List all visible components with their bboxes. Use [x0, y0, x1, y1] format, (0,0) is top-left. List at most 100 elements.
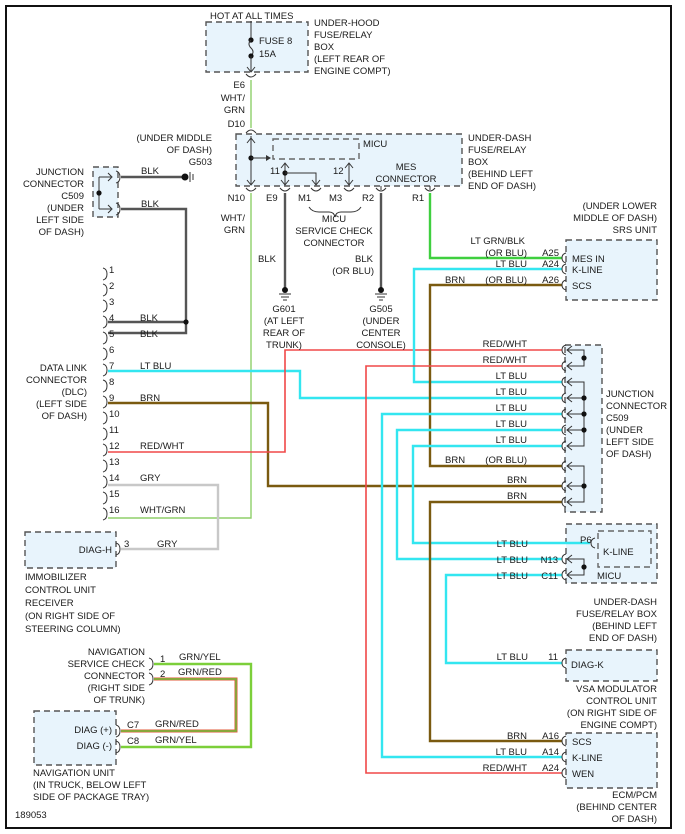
dlc-pin-12-number: 12	[109, 441, 120, 452]
terminal-arrow	[566, 393, 575, 403]
arrow-right-icon	[107, 204, 113, 214]
underhood-fuse-box-label: UNDER-HOOD FUSE/RELAY BOX (LEFT REAR OF …	[314, 18, 391, 77]
svg-text:UNDER-DASH: UNDER-DASH	[468, 133, 531, 144]
hot-at-all-times-label: HOT AT ALL TIMES	[210, 11, 293, 22]
vsa-pin-11: 11	[548, 652, 558, 663]
svg-text:(LEFT SIDE: (LEFT SIDE	[36, 399, 87, 410]
pin-e9: E9	[266, 193, 278, 204]
nav-pin-c7: C7	[127, 720, 139, 731]
wire-grn-yel-nav	[121, 662, 253, 749]
srs-pin-A26: A26	[542, 275, 559, 286]
junction-connector-right-label: JUNCTION CONNECTOR C509 (UNDER LEFT SIDE…	[606, 389, 667, 460]
terminals	[102, 66, 596, 779]
srs-wire-label: LT BLU	[496, 259, 527, 270]
svg-text:CONTROL UNIT: CONTROL UNIT	[25, 585, 96, 596]
vsa-terminal-11	[561, 657, 567, 669]
wire-wht-grn-n10-dlc16	[108, 193, 252, 519]
dlc-pin-14-wire-label: GRY	[140, 473, 161, 484]
wire-brn-ecm-scs	[428, 500, 562, 743]
terminal-left-junction-1	[115, 170, 121, 184]
wire-label-blk-g503: BLK	[141, 166, 160, 177]
nav-check-label: NAVIGATION SERVICE CHECK CONNECTOR (RIGH…	[68, 647, 146, 706]
srs-signal-k-line: K-LINE	[572, 265, 603, 276]
dlc-pin-5-number: 5	[109, 329, 114, 340]
svg-text:ENGINE COMPT): ENGINE COMPT)	[580, 720, 657, 731]
terminal-arrow	[566, 425, 575, 435]
dlc-pin-15-number: 15	[109, 489, 120, 500]
fuse-rating: 15A	[259, 49, 277, 60]
arrow-right-icon	[107, 172, 113, 182]
dlc-pin-8-terminal	[102, 379, 108, 393]
svg-text:TRUNK): TRUNK)	[266, 340, 302, 351]
junction-connector-left-label: JUNCTION CONNECTOR C509 (UNDER LEFT SIDE…	[23, 167, 84, 238]
arrow-right-icon	[266, 155, 271, 161]
dlc-pin-14-number: 14	[109, 473, 120, 484]
svg-text:NAVIGATION: NAVIGATION	[88, 647, 145, 658]
g505-location-label: (UNDER CENTER CONSOLE)	[356, 316, 406, 351]
srs-location-label: (UNDER LOWER MIDDLE OF DASH) SRS UNIT	[573, 201, 657, 236]
svg-text:CONSOLE): CONSOLE)	[356, 340, 406, 351]
dlc-pin-1-number: 1	[109, 265, 114, 276]
dlc-pin-7-number: 7	[109, 361, 114, 372]
svg-text:BOX: BOX	[468, 157, 489, 168]
svg-text:(UNDER LOWER: (UNDER LOWER	[583, 201, 658, 212]
micu-terminal-p6	[590, 537, 596, 549]
arrow-d10	[246, 137, 256, 144]
svg-text:FUSE/RELAY: FUSE/RELAY	[468, 145, 527, 156]
dlc-pin-7-terminal	[102, 363, 108, 377]
micu-service-check-label: MICU SERVICE CHECK CONNECTOR	[295, 214, 373, 249]
svg-text:C509: C509	[606, 413, 629, 424]
junction-right-terminal-9	[561, 480, 567, 492]
junction-right-wire-label: BRN	[507, 475, 527, 486]
dlc-pin-2-terminal	[102, 283, 108, 297]
nav-pin-c8: C8	[127, 736, 139, 747]
wire-label-nav-2: GRN/RED	[178, 667, 222, 678]
wire-lt-blu-micu-p6	[411, 444, 590, 545]
dlc-pin-10-number: 10	[109, 409, 120, 420]
wire-red-wht-ecm-wen	[365, 365, 562, 774]
wire-grn-red-nav	[121, 678, 237, 732]
ecm-signal-k-line: K-LINE	[572, 753, 603, 764]
pin-n10: N10	[228, 193, 245, 204]
svg-text:(ON RIGHT SIDE OF: (ON RIGHT SIDE OF	[25, 611, 115, 622]
micu-m1-line	[285, 172, 317, 185]
nav-diag-plus: DIAG (+)	[74, 725, 112, 736]
micu-k-line-inner-box	[597, 530, 652, 568]
micu-terminal-c11	[561, 569, 567, 581]
wire-label-gry-immobilizer: GRY	[157, 539, 178, 550]
terminal-m1	[310, 187, 322, 192]
wire-lt-blu-ecm-kline	[380, 412, 562, 759]
terminal-r2	[375, 187, 387, 192]
pin-m3: M3	[329, 193, 342, 204]
junction-right-wire-label: BRN	[445, 455, 465, 466]
dlc-pin-9-terminal	[102, 395, 108, 409]
svg-text:DATA LINK: DATA LINK	[40, 363, 88, 374]
nav-check-pin-1: 1	[160, 654, 165, 665]
wire-lt-blu-srs-a24	[412, 267, 562, 384]
dlc-pin-3-terminal	[102, 299, 108, 313]
pin-e6: E6	[233, 80, 245, 91]
splice-dot	[581, 355, 587, 361]
micu-pin-c11: C11	[541, 571, 558, 582]
pin-r1: R1	[412, 193, 424, 204]
internal-pin-11: 11	[270, 166, 280, 177]
micu-inner-box	[272, 138, 360, 160]
svg-text:UNDER-DASH: UNDER-DASH	[594, 597, 657, 608]
terminal-arrow	[566, 570, 575, 580]
internal-pin-12: 12	[333, 166, 344, 177]
junction-right-terminal-10	[561, 496, 567, 508]
wire-label-g505: BLK	[355, 254, 374, 265]
junction-right-wire-label: RED/WHT	[483, 355, 528, 366]
svg-text:LEFT SIDE: LEFT SIDE	[606, 437, 654, 448]
svg-text:SERVICE CHECK: SERVICE CHECK	[68, 659, 146, 670]
terminal-e6	[245, 73, 257, 78]
ecm-wire-label: RED/WHT	[483, 763, 528, 774]
svg-text:CONNECTOR: CONNECTOR	[303, 238, 364, 249]
junction-right-wire-alt-label: (OR BLU)	[485, 455, 527, 466]
service-check-bracket	[308, 206, 362, 218]
junction-right-terminal-7	[561, 440, 567, 452]
nav-check-pin-2: 2	[160, 669, 165, 680]
